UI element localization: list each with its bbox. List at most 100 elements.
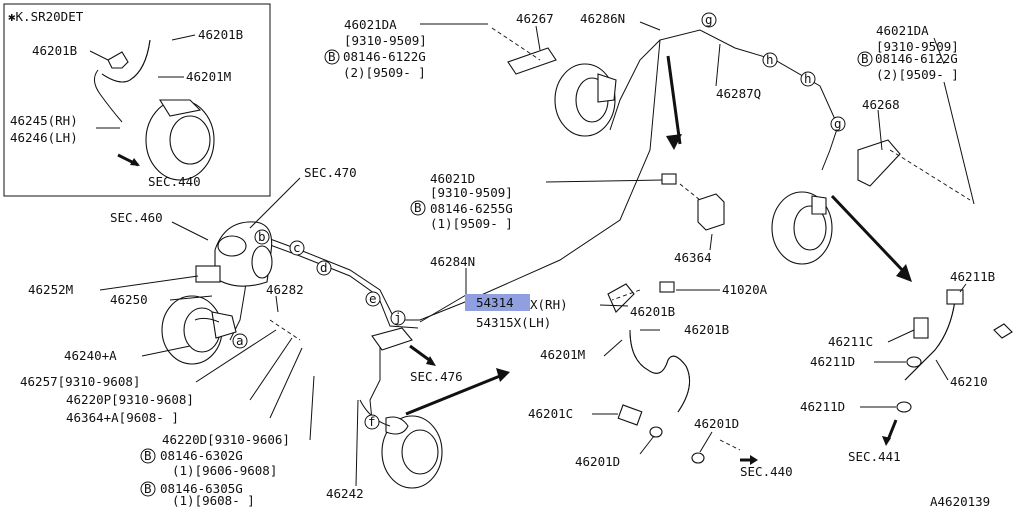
fitting-46201c (617, 404, 643, 426)
arrowhead (882, 436, 891, 446)
diagram-id: A4620139 (930, 494, 990, 509)
arrow-sec441 (886, 419, 898, 441)
callout-range-right-1: [9310-9509] (876, 39, 959, 54)
inset-label-46201m: 46201M (186, 69, 231, 84)
pipe-main-rear (261, 29, 839, 321)
leader (545, 179, 663, 183)
callout-sec440: SEC.440 (740, 464, 793, 479)
clip-marker-j (390, 310, 406, 326)
arrowhead (496, 368, 510, 382)
hose-46210-inner (904, 299, 956, 381)
clip-letter: e (369, 291, 377, 306)
callout-46201b-b: 46201B (684, 322, 729, 337)
inset-leader (89, 50, 109, 61)
callout-46252m: 46252M (28, 282, 73, 297)
rear-left-brake (771, 139, 901, 265)
hose-46201m (629, 329, 691, 413)
callout-46211c: 46211C (828, 334, 873, 349)
clip-marker-d (316, 260, 332, 276)
bolt-b-marker (324, 49, 340, 65)
callout-46220d: 46220D[9310-9606] (162, 432, 290, 447)
pipe-rear-right (609, 39, 661, 131)
bolt-markers: B B B B B (140, 49, 873, 497)
bolt-b-marker (857, 51, 873, 67)
callout-qty-right: (2)[9509- ] (876, 67, 959, 82)
callout-46210: 46210 (950, 374, 988, 389)
highlight-54314 (465, 294, 530, 311)
leader (699, 431, 713, 453)
bolt-b-letter: B (861, 51, 869, 66)
hose-46210 (904, 299, 956, 381)
callout-sec476: SEC.476 (410, 369, 463, 384)
clip-marker-f (364, 414, 380, 430)
inset-caliper (159, 99, 202, 117)
bolt-b-marker (140, 481, 156, 497)
leader (249, 337, 293, 401)
hose-46201m-inner (629, 329, 691, 413)
callout-46201b-a: 46201B (630, 304, 675, 319)
callout-54315-lh: 54315X(LH) (476, 315, 551, 330)
clip-marker-g-top (701, 12, 717, 28)
leader (887, 329, 915, 343)
fl-caliper (211, 311, 237, 339)
inset-pipe (94, 69, 123, 123)
arrow-to-sec476 (405, 374, 501, 416)
leader-lines (99, 21, 975, 487)
bolt-46211c (913, 317, 929, 339)
master-cylinder-reservoir (251, 245, 273, 279)
callout-46287q: 46287Q (716, 86, 761, 101)
leader (275, 295, 279, 313)
inset-label-46245-rh: 46245(RH) (10, 113, 78, 128)
bolt-b-letter: B (328, 49, 336, 64)
leader (603, 339, 623, 357)
clip-marker-g-right (830, 116, 846, 132)
clip-letter: b (258, 229, 266, 244)
master-cylinder-cap (217, 235, 247, 257)
inset-label-sec440: SEC.440 (148, 174, 201, 189)
callout-qty-center: (1)[9509- ] (430, 216, 513, 231)
bolt-b-marker (410, 200, 426, 216)
callout-sec460: SEC.460 (110, 210, 163, 225)
callout-46211d-a: 46211D (810, 354, 855, 369)
clip-letter: g (834, 116, 842, 131)
clip-marker-c (289, 240, 305, 256)
callout-46220p: 46220P[9310-9608] (66, 392, 194, 407)
clip-marker-e (365, 291, 381, 307)
dash (679, 183, 701, 201)
leader (195, 329, 277, 383)
rear-right-brake (507, 47, 617, 137)
dash (491, 27, 541, 61)
front-right-brake (359, 399, 443, 489)
bolt-b-letter: B (144, 481, 152, 496)
right-hose-group (896, 289, 1013, 413)
leader (639, 21, 661, 31)
rear-hose-group (617, 329, 705, 464)
hose-end-46211b (946, 289, 964, 305)
inset-leader (171, 34, 196, 41)
washer-46201d-a (649, 426, 663, 438)
callout-46021da-right: 46021DA (876, 23, 929, 38)
rl-caliper (811, 195, 827, 215)
callout-46267: 46267 (516, 11, 554, 26)
clip-letter: h (766, 52, 774, 67)
callout-46201c: 46201C (528, 406, 573, 421)
inset-title: ✱K.SR20DET (8, 9, 84, 24)
callout-41020a: 41020A (722, 282, 768, 297)
dash (611, 289, 641, 301)
clip-letter: f (368, 414, 376, 429)
arrow-down-center (666, 55, 682, 145)
leader (169, 295, 213, 301)
leader (715, 43, 721, 87)
leader (535, 25, 541, 51)
callout-46250: 46250 (110, 292, 148, 307)
clip-letter: j (394, 310, 402, 325)
fr-caliper (385, 416, 409, 435)
leader (943, 81, 975, 205)
leader (419, 294, 467, 323)
clip-letter: g (705, 12, 713, 27)
leader (639, 435, 655, 455)
master-cylinder-outlet (195, 265, 221, 283)
washer-46201d-b (691, 452, 705, 464)
arrowhead (426, 356, 436, 366)
